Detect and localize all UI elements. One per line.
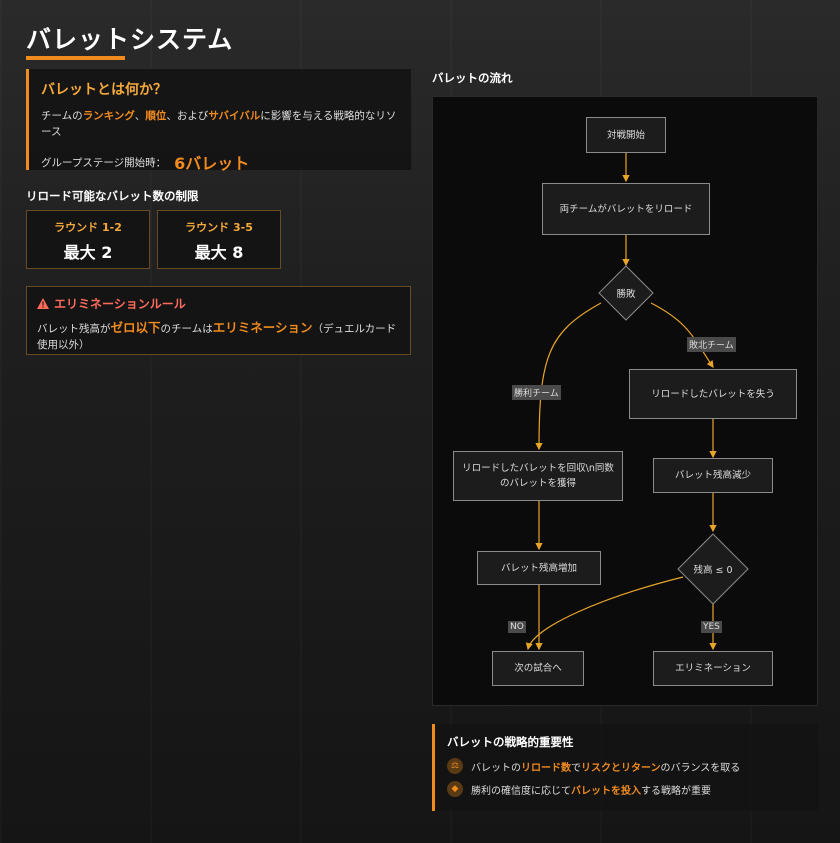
what-heading: バレットとは何か？ xyxy=(41,82,167,98)
elim-post: （デュエルカード使用以外） xyxy=(37,323,397,351)
importance-item: ◆ 勝利の確信度に応じてバレットを投入する戦略が重要 xyxy=(447,781,806,797)
node-win-collect: リロードしたバレットを回収\n同数のバレットを獲得 xyxy=(453,451,623,501)
node-check-label: 残高 ≤ 0 xyxy=(693,565,733,576)
limits-heading: リロード可能なバレット数の制限 xyxy=(26,189,199,203)
desc-ranking: ランキング xyxy=(82,110,135,122)
imp-pre: 勝利の確信度に応じて xyxy=(471,785,571,797)
node-decision-label: 勝敗 xyxy=(616,289,636,300)
node-decrease: バレット残高減少 xyxy=(653,458,773,493)
importance-text: バレットのリロード数でリスクとリターンのバランスを取る xyxy=(471,759,740,774)
label-yes: YES xyxy=(701,621,722,633)
importance-heading: バレットの戦略的重要性 xyxy=(447,735,574,749)
imp-post: する戦略が重要 xyxy=(641,785,711,797)
node-start: 対戦開始 xyxy=(586,117,666,153)
desc-pre: チームの xyxy=(41,110,83,122)
node-reload: 両チームがバレットをリロード xyxy=(542,183,710,235)
elimination-heading-row: エリミネーションルール xyxy=(37,295,400,312)
round-label: ラウンド 1-2 xyxy=(54,221,122,234)
edge-decision-win xyxy=(535,302,602,451)
round-limit-card-2: ラウンド 3-5 最大 8 xyxy=(157,210,281,269)
desc-sep1: 、 xyxy=(134,110,146,122)
node-eliminate: エリミネーション xyxy=(653,651,773,686)
elim-mid: のチームは xyxy=(160,323,213,335)
node-decision-diamond xyxy=(598,265,654,321)
what-is-bullet-card: バレットとは何か？ チームのランキング、順位、およびサバイバルに影響を与える戦略… xyxy=(26,69,411,173)
balance-icon: ⚖ xyxy=(447,758,463,774)
desc-survival: サバイバル xyxy=(208,110,261,122)
node-next: 次の試合へ xyxy=(492,651,584,686)
elim-zero: ゼロ以下 xyxy=(110,320,161,335)
what-description: チームのランキング、順位、およびサバイバルに影響を与える戦略的なリソース xyxy=(41,108,399,140)
flow-edges xyxy=(525,153,717,651)
node-increase: バレット残高増加 xyxy=(477,551,601,585)
shield-icon: ◆ xyxy=(447,781,463,797)
edge-decision-lose xyxy=(650,302,714,368)
imp-mid: で xyxy=(571,762,581,774)
node-lose-reload: リロードしたバレットを失う xyxy=(629,369,797,419)
elim-pre: バレット残高が xyxy=(37,323,111,335)
flow-title: バレットの流れ xyxy=(432,71,513,85)
imp-hl: リスクとリターン xyxy=(581,762,661,774)
start-label: グループステージ開始時： xyxy=(41,156,167,169)
label-win: 勝利チーム xyxy=(512,385,561,400)
label-lose: 敗北チーム xyxy=(687,337,736,352)
round-limit-card-1: ラウンド 1-2 最大 2 xyxy=(26,210,150,269)
start-value: 6バレット xyxy=(174,154,250,173)
elimination-text: バレット残高がゼロ以下のチームはエリミネーション（デュエルカード使用以外） xyxy=(37,320,400,353)
elim-elimination: エリミネーション xyxy=(212,320,313,335)
importance-card: バレットの戦略的重要性 ⚖ バレットのリロード数でリスクとリターンのバランスを取… xyxy=(432,724,818,811)
start-bullets: グループステージ開始時： 6バレット xyxy=(41,150,399,174)
warning-icon xyxy=(37,298,49,309)
round-value: 最大 2 xyxy=(63,243,113,262)
round-value: 最大 8 xyxy=(194,243,244,262)
title-underline xyxy=(26,56,125,60)
edge-check-no xyxy=(525,576,684,651)
imp-hl: バレットを投入 xyxy=(571,785,641,797)
desc-post: に影響を与える戦略的なリソース xyxy=(41,110,397,138)
elimination-rule-card: エリミネーションルール バレット残高がゼロ以下のチームはエリミネーション（デュエ… xyxy=(26,286,411,355)
page-title: バレットシステム xyxy=(26,25,234,54)
round-label: ラウンド 3-5 xyxy=(185,221,253,234)
elimination-heading: エリミネーションルール xyxy=(54,297,186,311)
node-check-diamond xyxy=(677,533,749,605)
flowchart-panel: 対戦開始 両チームがバレットをリロード 勝敗 敗北チーム 勝利チーム リロードし… xyxy=(432,96,818,706)
imp-hl: リロード数 xyxy=(521,762,571,774)
desc-rank: 順位 xyxy=(145,110,167,122)
label-no: NO xyxy=(508,621,526,633)
imp-pre: バレットの xyxy=(471,762,521,774)
importance-item: ⚖ バレットのリロード数でリスクとリターンのバランスを取る xyxy=(447,758,806,774)
importance-text: 勝利の確信度に応じてバレットを投入する戦略が重要 xyxy=(471,782,711,797)
desc-sep2: 、および xyxy=(166,110,209,122)
imp-post: のバランスを取る xyxy=(660,762,741,774)
